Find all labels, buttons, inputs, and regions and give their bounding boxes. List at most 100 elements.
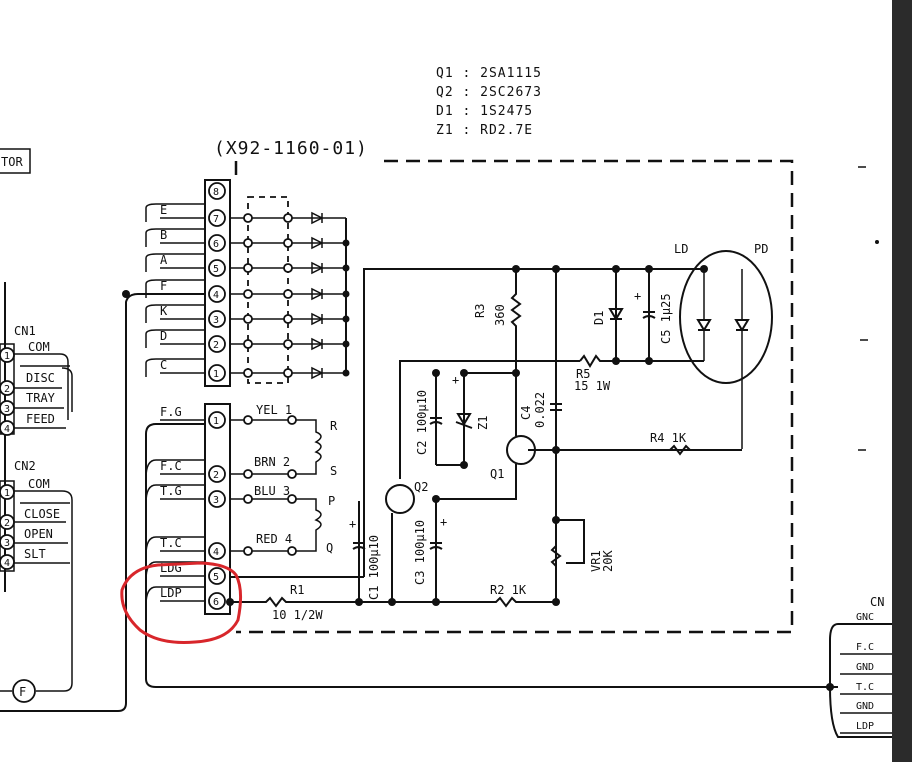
junction-dot [512, 369, 520, 377]
upper-lead-b: B [145, 228, 204, 247]
r2-label: R2 1K [490, 583, 527, 597]
junction-dot [355, 598, 363, 606]
c4-value: 0.022 [533, 392, 547, 428]
svg-text:T.C: T.C [160, 536, 182, 550]
upper-pin-1: 1 [208, 364, 226, 382]
svg-text:F: F [160, 279, 167, 293]
upper-lead-f: F [145, 279, 204, 298]
cn2-pin-com: COM [28, 477, 50, 491]
c5-label: C5 1μ25 [659, 293, 673, 344]
margin-marks [858, 166, 879, 451]
svg-text:T.G: T.G [160, 484, 182, 498]
f-node: F [0, 679, 36, 703]
cn1-pin-1: 1 [0, 347, 15, 363]
switch-row-1 [230, 211, 346, 225]
cn2-pin-close: CLOSE [24, 507, 60, 521]
lower-pin-5: 5 [208, 567, 226, 585]
legend-q1: Q1 : 2SA1115 [436, 66, 542, 81]
highlight-circle [120, 561, 243, 644]
junction-dot [552, 265, 560, 273]
svg-text:GNC: GNC [856, 612, 874, 623]
cn1-pin-2: 2 [0, 380, 15, 396]
svg-text:F: F [19, 685, 26, 699]
vr1-value: 20K [601, 550, 615, 572]
cn2-pin-3: 3 [0, 534, 15, 550]
junction-dot [460, 461, 468, 469]
lower-lead-t-c: T.C [145, 536, 204, 556]
coil-end-p: P [328, 494, 335, 508]
part-legend: Q1 : 2SA1115 Q2 : 2SC2673 D1 : 1S2475 Z1… [436, 66, 542, 138]
svg-text:LDP: LDP [856, 721, 874, 732]
cn1-pin-3: 3 [0, 400, 15, 416]
upper-pin-2: 2 [208, 335, 226, 353]
svg-text:7: 7 [213, 214, 219, 225]
switch-row-3 [230, 261, 350, 275]
cn1-pin-tray: TRAY [26, 391, 56, 405]
r5-label: R5 [576, 367, 590, 381]
svg-text:4: 4 [4, 424, 10, 435]
junction-dot [700, 265, 708, 273]
svg-text:A: A [160, 253, 168, 267]
lower-left-return [145, 423, 204, 624]
cn1-title: CN1 [14, 324, 36, 338]
svg-text:B: B [160, 228, 167, 242]
svg-text:D: D [160, 329, 167, 343]
z1-label: Z1 [476, 416, 490, 430]
coil-blu: BLU 3 [254, 484, 290, 498]
svg-text:E: E [160, 203, 167, 217]
upper-pin-3: 3 [208, 310, 226, 328]
r3-value: 360 [493, 304, 507, 326]
upper-pin-8: 8 [208, 182, 226, 200]
svg-text:4: 4 [4, 558, 10, 569]
svg-text:F.C: F.C [160, 459, 182, 473]
svg-text:2: 2 [213, 340, 219, 351]
lower-pin-4: 4 [208, 542, 226, 560]
coil-brn: BRN 2 [254, 455, 290, 469]
cn1-pin-4: 4 [0, 420, 15, 436]
ld-label: LD [674, 242, 688, 256]
switch-array-box [247, 196, 289, 384]
svg-text:5: 5 [213, 572, 219, 583]
drive-circuit: R3 360 D1 + C5 1μ25 R5 15 1W LD PD C2 10… [122, 242, 834, 691]
coil-red: RED 4 [256, 532, 292, 546]
c3-label: C3 100μ10 [413, 520, 427, 585]
junction-dot [432, 369, 440, 377]
r1-label: R1 [290, 583, 304, 597]
svg-text:8: 8 [213, 187, 219, 198]
c1-plus: + [349, 517, 356, 531]
cn1-pin-disc: DISC [26, 371, 55, 385]
coil-end-q: Q [326, 541, 333, 555]
lower-lead-ldp: LDP [145, 586, 204, 606]
board-outline [236, 159, 794, 634]
junction-dot [512, 265, 520, 273]
junction-dot [460, 369, 468, 377]
junction-dot [552, 446, 560, 454]
c1-label: C1 100μ10 [367, 535, 381, 600]
junction-dot [122, 290, 130, 298]
svg-text:K: K [160, 304, 168, 318]
svg-text:F.G: F.G [160, 405, 182, 419]
motor-label-box: TOR [0, 148, 31, 174]
right-connector-row-4: T.C [840, 682, 892, 695]
right-connector-row-3: GND [840, 662, 892, 675]
switch-row-5 [230, 312, 350, 326]
switch-row-2 [230, 236, 350, 250]
cn2-pin-2: 2 [0, 514, 15, 530]
svg-text:4: 4 [213, 290, 219, 301]
junction-dot [645, 357, 653, 365]
d1-label: D1 [592, 311, 606, 325]
coil-group: YEL 1 R BRN 2 S BLU 3 P RED 4 Q [230, 403, 338, 556]
pd-label: PD [754, 242, 768, 256]
switch-row-6 [230, 337, 350, 351]
upper-lead-d: D [145, 329, 204, 348]
legend-q2: Q2 : 2SC2673 [436, 85, 542, 100]
motor-label: TOR [1, 155, 23, 169]
upper-pin-7: 7 [208, 209, 226, 227]
r3-label: R3 [473, 304, 487, 318]
svg-text:3: 3 [213, 495, 219, 506]
right-connector-row-1: GNC [840, 612, 892, 625]
switch-row-4 [230, 287, 350, 301]
upper-pin-4: 4 [208, 285, 226, 303]
junction-dot [612, 357, 620, 365]
